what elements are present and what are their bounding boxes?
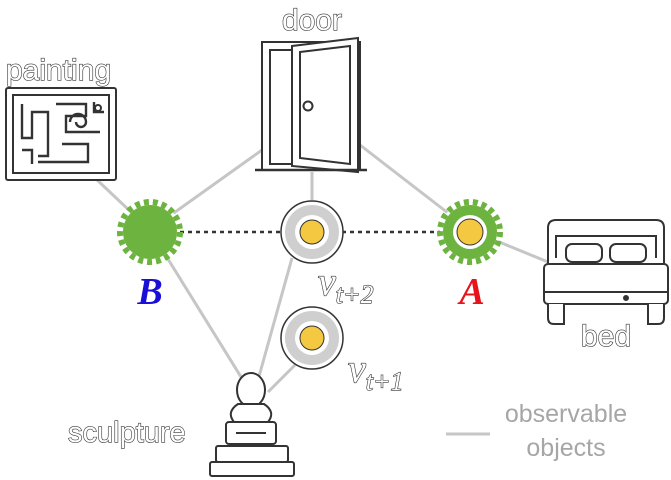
- node-b-gear: [117, 199, 183, 265]
- node-a-gear: [437, 199, 503, 265]
- viewpoint-t2-label: vt+2: [318, 259, 374, 309]
- sculpture-label: sculpture: [68, 417, 186, 449]
- edge-v2-sculpture: [256, 257, 294, 381]
- viewpoint-t2-marker: [280, 200, 344, 264]
- node-b-label: B: [136, 271, 162, 313]
- edge-v1-sculpture: [266, 363, 297, 394]
- legend-line1: observable: [505, 400, 627, 428]
- door-label: door: [282, 4, 342, 37]
- legend-line2: objects: [526, 434, 605, 462]
- node-a-label: A: [457, 271, 484, 313]
- bed-icon: [543, 219, 669, 325]
- viewpoint-t1-label: vt+1: [348, 346, 404, 396]
- bed-label: bed: [581, 320, 631, 353]
- door-icon: [255, 36, 367, 174]
- viewpoint-t1-marker: [280, 306, 344, 370]
- painting-icon: [5, 87, 117, 181]
- sculpture-icon: [209, 372, 295, 477]
- legend: observable objects: [446, 400, 627, 462]
- painting-label: painting: [6, 54, 111, 87]
